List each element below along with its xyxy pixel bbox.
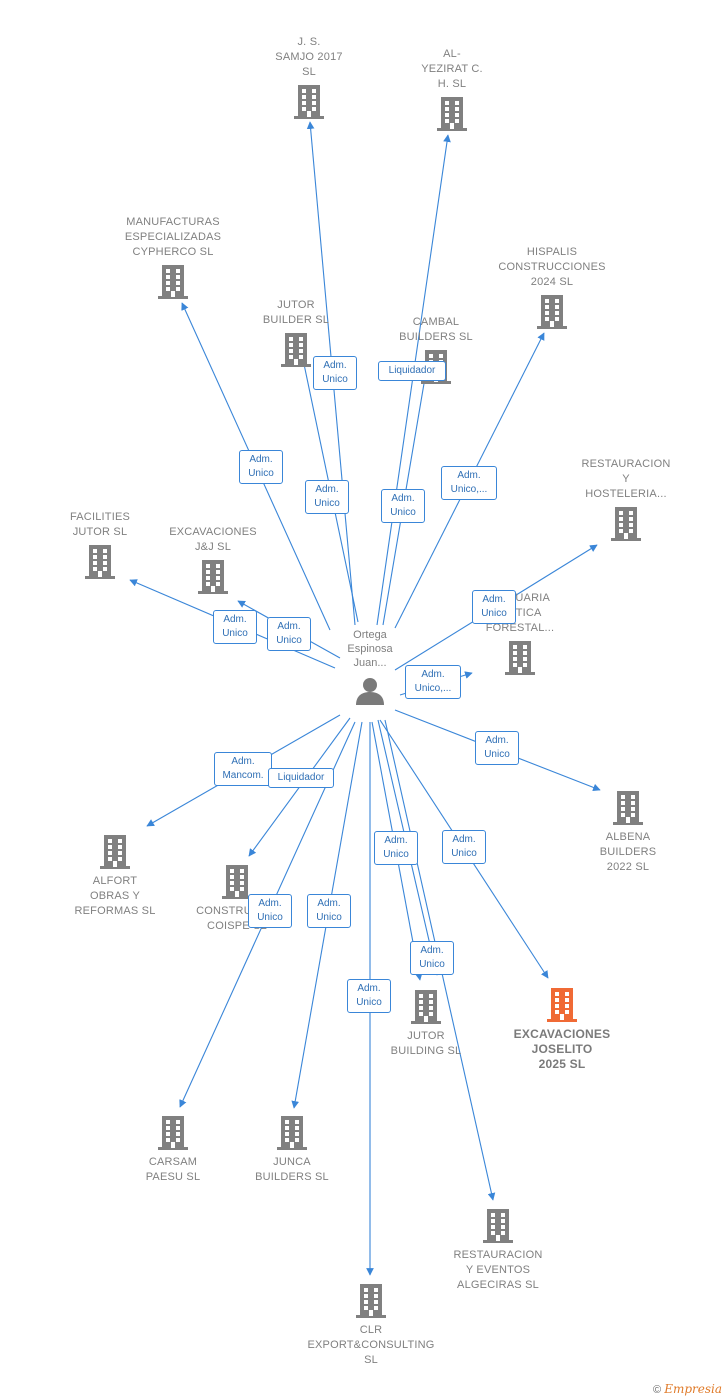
building-icon	[504, 640, 536, 676]
company-name[interactable]: RESTAURACION Y EVENTOS ALGECIRAS SL	[453, 1249, 543, 1291]
company-node-alfort[interactable]: ALFORT OBRAS Y REFORMAS SL	[50, 834, 180, 919]
company-name[interactable]: JUTOR BUILDER SL	[262, 299, 330, 326]
center-person-label: Ortega Espinosa Juan...	[347, 629, 393, 669]
edge-label-manufacturas[interactable]: Adm. Unico	[239, 450, 283, 484]
building-icon	[610, 506, 642, 542]
company-node-samjo[interactable]: J. S. SAMJO 2017 SL	[244, 35, 374, 120]
company-node-carsam[interactable]: CARSAM PAESU SL	[108, 1115, 238, 1185]
company-name[interactable]: HISPALIS CONSTRUCCIONES 2024 SL	[498, 246, 606, 288]
company-name[interactable]: EXCAVACIONES JOSELITO 2025 SL	[513, 1027, 611, 1071]
company-node-excav-joselito[interactable]: EXCAVACIONES JOSELITO 2025 SL	[497, 987, 627, 1072]
company-name[interactable]: J. S. SAMJO 2017 SL	[275, 36, 343, 78]
company-node-clr[interactable]: CLR EXPORT&CONSULTING SL	[306, 1283, 436, 1368]
copyright-symbol: ©	[653, 1384, 662, 1396]
company-node-restauracion-host[interactable]: RESTAURACION Y HOSTELERIA...	[561, 457, 691, 542]
company-name[interactable]: ALBENA BUILDERS 2022 SL	[599, 831, 657, 873]
edge-label-clr[interactable]: Adm. Unico	[347, 979, 391, 1013]
edge-label-hispalis[interactable]: Adm. Unico,...	[441, 466, 497, 500]
company-name[interactable]: FACILITIES JUTOR SL	[69, 511, 131, 538]
center-person[interactable]: Ortega Espinosa Juan...	[320, 628, 420, 706]
building-icon	[536, 294, 568, 330]
building-icon	[410, 989, 442, 1025]
building-icon	[293, 84, 325, 120]
company-node-jutor-building[interactable]: JUTOR BUILDING SL	[361, 989, 491, 1059]
footer-brand: © Empresia	[653, 1382, 722, 1396]
person-icon	[356, 678, 384, 705]
edge-label-facilities[interactable]: Adm. Unico	[213, 610, 257, 644]
company-name[interactable]: JUNCA BUILDERS SL	[255, 1156, 329, 1183]
building-icon	[84, 544, 116, 580]
edge-label-alfort[interactable]: Adm. Mancom.	[214, 752, 272, 786]
company-name[interactable]: RESTAURACION Y HOSTELERIA...	[581, 458, 671, 500]
edge-label-restauracion_host[interactable]: Adm. Unico	[472, 590, 516, 624]
company-node-manufacturas[interactable]: MANUFACTURAS ESPECIALIZADAS CYPHERCO SL	[108, 215, 238, 300]
company-node-junca[interactable]: JUNCA BUILDERS SL	[227, 1115, 357, 1185]
company-name[interactable]: EXCAVACIONES J&J SL	[169, 526, 257, 553]
edge-label-junca[interactable]: Adm. Unico	[307, 894, 351, 928]
building-icon	[276, 1115, 308, 1151]
company-name[interactable]: CLR EXPORT&CONSULTING SL	[307, 1324, 435, 1366]
edge-label-jutor_builder[interactable]: Adm. Unico	[305, 480, 349, 514]
edge-label-excav_joselito[interactable]: Adm. Unico	[442, 830, 486, 864]
edge-label-construcciones_coispe[interactable]: Liquidador	[268, 768, 334, 788]
company-node-restauracion-eventos[interactable]: RESTAURACION Y EVENTOS ALGECIRAS SL	[433, 1208, 563, 1293]
edge-label-samjo[interactable]: Adm. Unico	[313, 356, 357, 390]
edge-label-jutor_building[interactable]: Adm. Unico	[374, 831, 418, 865]
building-icon	[355, 1283, 387, 1319]
edge-label-cambal[interactable]: Adm. Unico	[381, 489, 425, 523]
building-icon	[612, 790, 644, 826]
company-name[interactable]: CARSAM PAESU SL	[145, 1156, 201, 1183]
company-node-excav-jj[interactable]: EXCAVACIONES J&J SL	[148, 525, 278, 595]
building-icon	[280, 332, 312, 368]
company-name[interactable]: MANUFACTURAS ESPECIALIZADAS CYPHERCO SL	[124, 216, 222, 258]
edge-label-albena[interactable]: Adm. Unico	[475, 731, 519, 765]
building-icon	[157, 264, 189, 300]
edge-label-jutor_building[interactable]: Adm. Unico	[410, 941, 454, 975]
company-node-facilities[interactable]: FACILITIES JUTOR SL	[35, 510, 165, 580]
edge-label-excav_jj[interactable]: Adm. Unico	[267, 617, 311, 651]
company-node-albena[interactable]: ALBENA BUILDERS 2022 SL	[563, 790, 693, 875]
company-name[interactable]: ALFORT OBRAS Y REFORMAS SL	[74, 875, 156, 917]
brand-logo: Empresia	[664, 1382, 722, 1396]
edge-label-carsam[interactable]: Adm. Unico	[248, 894, 292, 928]
company-node-hispalis[interactable]: HISPALIS CONSTRUCCIONES 2024 SL	[487, 245, 617, 330]
building-icon	[99, 834, 131, 870]
building-icon	[436, 96, 468, 132]
company-name[interactable]: AL- YEZIRAT C. H. SL	[421, 48, 483, 90]
building-icon	[197, 559, 229, 595]
company-node-alyezirat[interactable]: AL- YEZIRAT C. H. SL	[387, 47, 517, 132]
company-node-cambal[interactable]: CAMBAL BUILDERS SL	[371, 315, 501, 385]
company-name[interactable]: JUTOR BUILDING SL	[390, 1030, 462, 1057]
building-icon	[157, 1115, 189, 1151]
building-icon	[482, 1208, 514, 1244]
edge-label-agropecuaria[interactable]: Adm. Unico,...	[405, 665, 461, 699]
company-name[interactable]: CAMBAL BUILDERS SL	[399, 316, 473, 343]
building-icon	[546, 987, 578, 1023]
edge-label-alyezirat[interactable]: Liquidador	[378, 361, 446, 381]
company-node-jutor-builder[interactable]: JUTOR BUILDER SL	[231, 298, 361, 368]
